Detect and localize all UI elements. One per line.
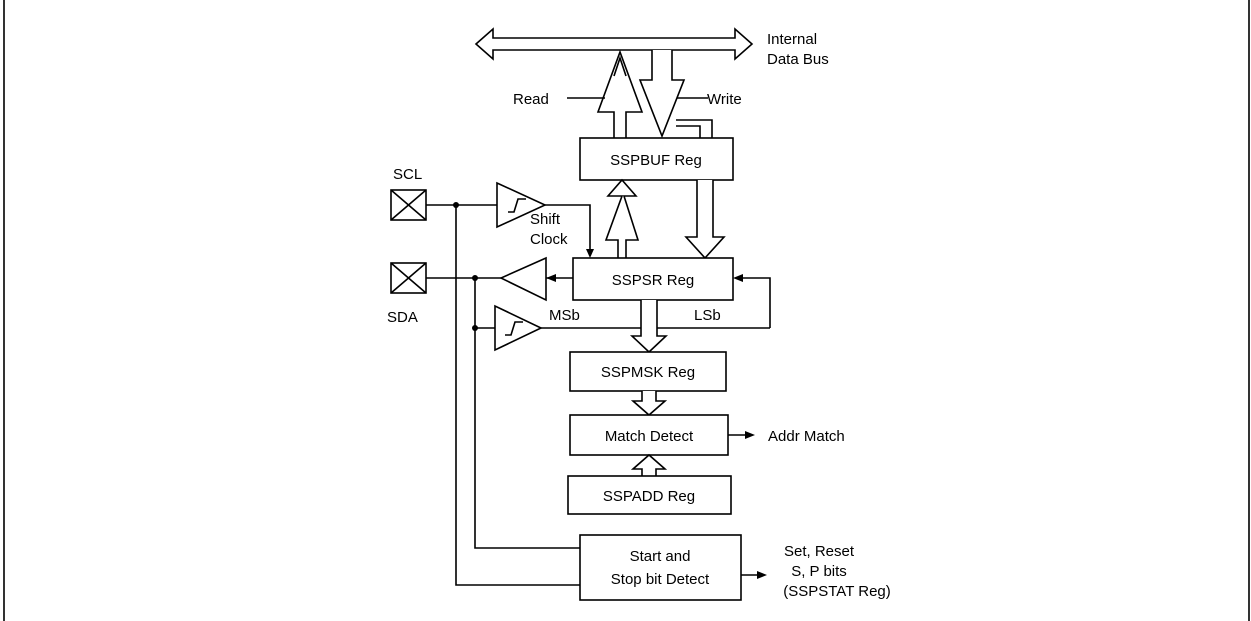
read-path-inner (613, 55, 627, 77)
lsb-label: LSb (694, 307, 721, 324)
sspbuf-to-sspsr-arrow (684, 180, 726, 260)
match-detect-label: Match Detect (605, 428, 694, 445)
internal-data-bus-arrow (474, 27, 754, 61)
addr-match-label: Addr Match (768, 428, 845, 445)
sspadd-to-match-arrow (630, 453, 668, 476)
sspsr-to-sspmsk-arrow (629, 300, 669, 354)
read-label: Read (513, 91, 549, 108)
match-detect-box (569, 414, 729, 456)
internal-bus-label-2: Data Bus (767, 51, 829, 68)
sspsr-to-sda-arrowhead (546, 274, 556, 282)
sspbuf-reg-label: SSPBUF Reg (610, 152, 702, 169)
write-label: Write (707, 91, 742, 108)
lsb-feedback-arrowhead (733, 274, 743, 282)
sspsr-reg-label: SSPSR Reg (612, 272, 695, 289)
status-output-label-1: Set, Reset (784, 543, 855, 560)
start-stop-label-2: Stop bit Detect (611, 571, 710, 588)
start-stop-label-1: Start and (630, 548, 691, 565)
sspmsk-reg-label: SSPMSK Reg (601, 364, 695, 381)
diagram-border (3, 0, 1250, 621)
status-output-label-2: S, P bits (791, 563, 847, 580)
sspmsk-to-match-arrow (630, 391, 668, 417)
sda-label: SDA (387, 309, 418, 326)
sda-schmitt-buffer-icon (494, 304, 543, 352)
status-output-arrowhead (757, 571, 767, 579)
shift-clock-label-2: Clock (530, 231, 568, 248)
addr-match-arrowhead (745, 431, 755, 439)
sspadd-reg-label: SSPADD Reg (603, 488, 695, 505)
sspbuf-reg-box (579, 137, 734, 181)
sda-to-start-stop-line (474, 278, 580, 549)
write-path-arrow (638, 50, 686, 139)
internal-bus-label-1: Internal (767, 31, 817, 48)
shift-clock-arrowhead (586, 249, 594, 258)
scl-schmitt-buffer-icon (496, 181, 547, 229)
status-output-label-3: (SSPSTAT Reg) (783, 583, 891, 600)
sda-pin-icon (390, 262, 427, 294)
start-stop-detect-box (579, 534, 742, 601)
sspsr-to-sspbuf-arrow (604, 178, 640, 258)
read-path-arrow (596, 49, 644, 138)
scl-label: SCL (393, 166, 422, 183)
shift-clock-line (545, 204, 591, 250)
sda-output-buffer-icon (499, 256, 547, 302)
shift-clock-label-1: Shift (530, 211, 561, 228)
scl-to-start-stop-line (455, 205, 580, 586)
lsb-feedback-line (741, 277, 771, 328)
write-feedback-path (676, 119, 713, 138)
scl-pin-icon (390, 189, 427, 221)
sspadd-reg-box (567, 475, 732, 515)
msb-label: MSb (549, 307, 580, 324)
